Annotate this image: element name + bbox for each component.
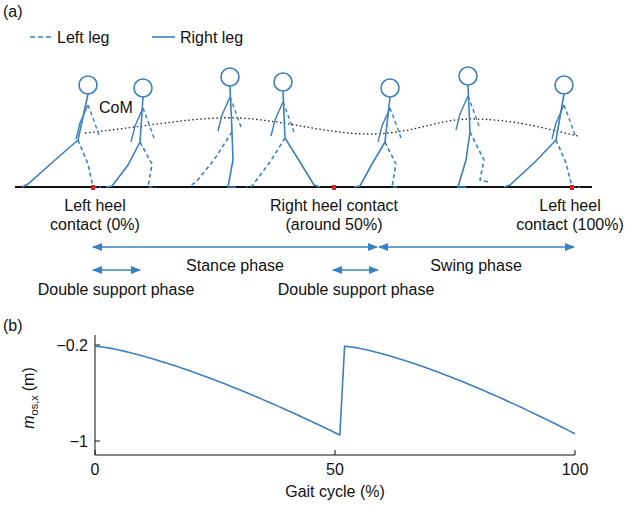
phase-label: Stance phase [186,256,284,275]
head [381,79,399,97]
right-leg [354,142,385,187]
torso [556,94,564,140]
left-arm [468,96,479,126]
tick-label: −1 [70,432,88,451]
com-label: CoM [97,98,135,117]
tick-label: −0.2 [56,336,88,355]
heel-mark [570,185,574,190]
y-tick [95,441,100,442]
head [459,67,477,85]
event-label: Left heel contact (100%) [513,196,628,234]
torso [230,86,232,132]
panel-letter: (a) [3,2,23,21]
torso [385,97,390,142]
mos-curve [95,346,575,435]
tick-label: 100 [562,460,589,479]
left-arm [283,102,294,132]
com-trajectory [85,118,578,136]
torso [468,85,470,132]
head [555,76,573,94]
left-leg [246,138,285,187]
phase-label: Double support phase [278,280,435,299]
heel-mark [332,185,336,190]
head [274,73,292,91]
double-support-arrow [93,269,140,271]
head [134,79,152,97]
right-arm [76,105,88,139]
right-arm [378,108,390,142]
legend-text: Right leg [180,28,243,47]
axis-title-part: (m) [20,367,37,391]
left-arm [230,97,241,127]
legend-text: Left leg [57,28,109,47]
swing-arrow [379,246,574,248]
torso [283,91,285,138]
left-arm [390,108,401,138]
y-tick [95,345,100,346]
right-leg [458,132,470,187]
axis-title-part: m [20,415,37,428]
right-leg [228,132,236,187]
right-arm [218,97,230,131]
phase-label: Swing phase [430,256,522,275]
legend-solid-sample [152,36,175,38]
legend-dashed-sample [30,36,52,38]
tick-label: 50 [326,460,344,479]
double-support-arrow [333,269,378,271]
left-leg [556,140,580,187]
phase-label: Double support phase [38,280,195,299]
y-axis [95,335,96,455]
right-leg [106,142,140,187]
head [79,76,97,94]
head [221,68,239,86]
tick-label: 0 [91,460,100,479]
x-tick [95,450,96,455]
left-arm [143,108,154,138]
right-leg [285,138,320,187]
left-leg [470,132,488,182]
left-leg [385,142,400,187]
left-leg [190,132,232,186]
event-label: Right heel contact (around 50%) [252,196,417,234]
left-leg [78,140,101,187]
right-leg [22,140,78,187]
stance-arrow [93,246,377,248]
right-arm [271,102,283,136]
axis-title: Gait cycle (%) [285,482,385,501]
y-axis-title: mos,x (m) [20,367,40,429]
torso [140,97,143,142]
right-arm [456,96,468,130]
panel-letter: (b) [3,316,23,335]
left-arm [564,105,575,135]
left-leg [140,142,156,187]
event-label: Left heel contact (0%) [38,196,153,234]
right-leg [504,140,556,187]
axis-title-part: os,x [28,395,40,415]
x-tick [575,450,576,455]
x-tick [335,450,336,455]
heel-mark [91,185,95,190]
right-arm [552,105,564,139]
stick-figures [22,67,580,187]
